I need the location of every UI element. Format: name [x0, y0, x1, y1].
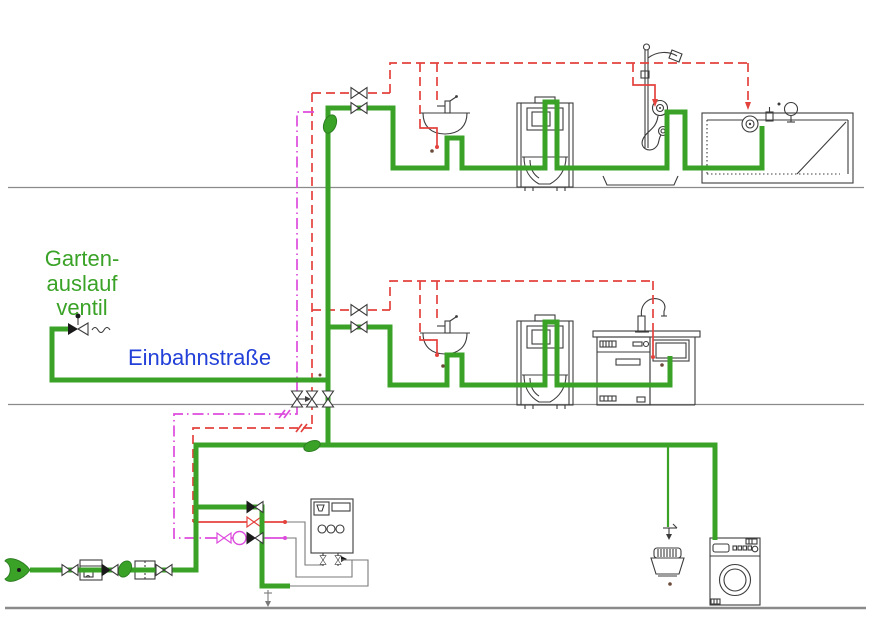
drain-valve-icon — [297, 396, 311, 402]
bathtub-icon — [701, 101, 854, 184]
shutoff-valve-icon — [350, 303, 368, 317]
hot-water-pipes — [192, 62, 751, 529]
cold-water-pipes — [30, 99, 765, 589]
garden-valve-label-line1: Garten- — [45, 246, 120, 271]
marker-blob — [322, 114, 338, 134]
dishwasher-icon — [596, 336, 651, 406]
drain-valve-icon — [663, 523, 678, 540]
shower-tray — [602, 175, 679, 186]
floor-lines — [5, 186, 866, 610]
marker-blob — [117, 560, 133, 578]
garden-branch — [49, 326, 328, 383]
garden-valve-label-line2: auslauf — [47, 271, 119, 296]
middle-floor-loop — [328, 319, 673, 388]
boiler-piping — [264, 521, 369, 607]
check-valve-icon — [246, 531, 264, 545]
safety-valve-icon — [341, 556, 347, 562]
shutoff-valve-icon — [350, 86, 368, 100]
arrow-bathtub — [745, 102, 751, 110]
check-valve-icon — [246, 500, 264, 514]
shutoff-valve-icon — [350, 320, 368, 334]
circulation-riser — [296, 111, 314, 393]
kitchen-faucet-icon — [635, 298, 667, 333]
garden-valve-label-line3: ventil — [56, 295, 107, 320]
fixtures — [79, 43, 854, 607]
riser-and-top-floor-loop — [325, 99, 765, 445]
boiler-cold-feed — [196, 504, 290, 589]
garden-valve-label: Garten- auslauf ventil — [45, 246, 120, 320]
garden-valve-icon — [68, 313, 111, 336]
one-way-street-label: Einbahnstraße — [128, 345, 271, 370]
washbasin-middle-icon — [419, 314, 471, 355]
shutoff-valve-icon — [350, 101, 368, 115]
shutoff-valve-icon — [61, 563, 79, 577]
service-and-basement-main — [30, 442, 718, 573]
washing-machine-icon — [709, 537, 761, 606]
connection-dots — [318, 149, 672, 586]
check-valve-icon — [101, 563, 119, 577]
labels: Garten- auslauf ventil Einbahnstraße — [45, 246, 271, 370]
circulation-pump-icon — [232, 530, 247, 546]
shutoff-valve-icon — [155, 563, 173, 577]
break-mark-hot — [295, 423, 308, 433]
valves — [61, 101, 368, 577]
arrow-shower — [652, 99, 658, 107]
hot-header-top — [312, 62, 748, 94]
kitchen-unit — [592, 298, 701, 406]
boiler-drain-icon — [264, 590, 272, 607]
water-heater-icon — [310, 498, 354, 566]
utility-sink-icon — [650, 523, 685, 577]
pipe-markers — [4, 114, 338, 582]
marker-blob — [303, 439, 321, 453]
shutoff-valve-icon — [321, 390, 335, 408]
break-mark-circulation — [278, 409, 291, 419]
hot-header-middle — [312, 280, 653, 311]
